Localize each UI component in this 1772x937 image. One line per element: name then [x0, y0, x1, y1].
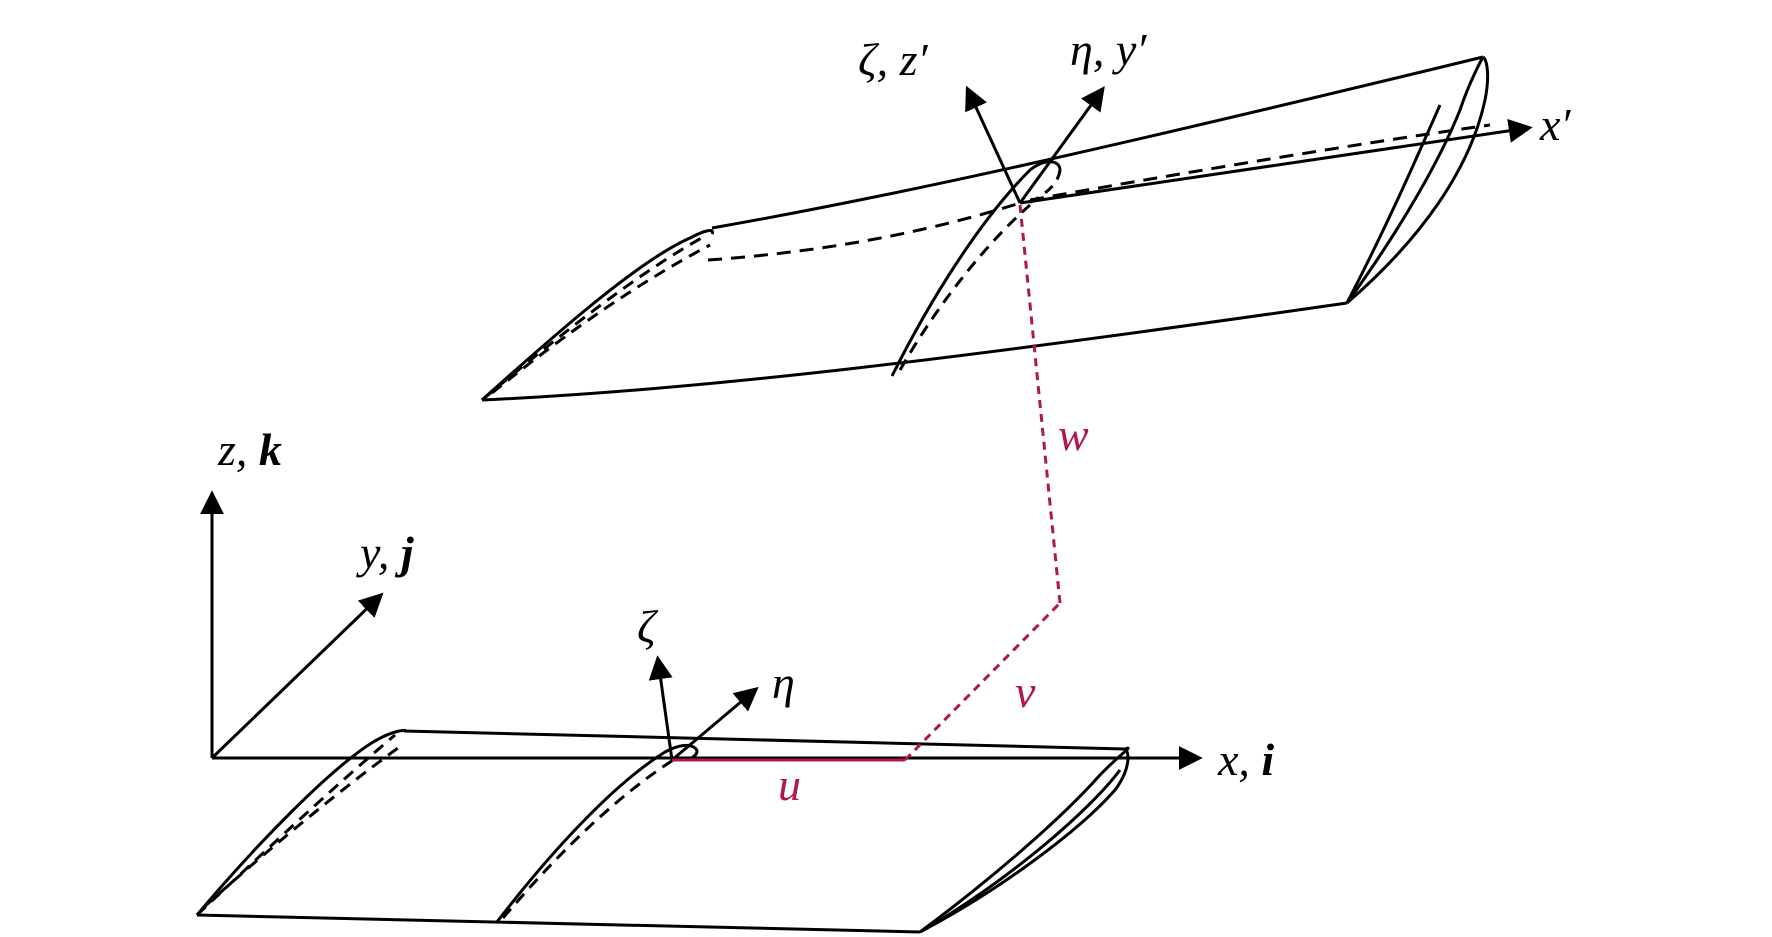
local-axes-undeformed — [648, 655, 759, 762]
global-y-axis — [210, 592, 384, 760]
label-local-eta: η — [772, 657, 795, 708]
label-deformed-x: x′ — [1539, 99, 1571, 150]
undeformed-leading-edge — [403, 729, 1126, 751]
label-disp-u: u — [778, 759, 801, 810]
label-global-z: z, k — [217, 424, 282, 475]
displacement-w-line — [1018, 204, 1062, 604]
deformed-trailing-edge — [481, 301, 1348, 402]
undeformed-trailing-edge — [196, 913, 921, 934]
displacement-path — [672, 204, 1062, 762]
label-local-zeta: ζ — [637, 601, 659, 652]
label-disp-w: w — [1058, 409, 1089, 460]
displacement-v-line — [903, 601, 1062, 762]
deformed-eta-axis — [1018, 86, 1105, 204]
deformed-mid-section — [890, 160, 1062, 377]
local-zeta-axis — [648, 655, 674, 761]
undeformed-mid-section — [495, 743, 696, 923]
local-axes-deformed — [965, 85, 1533, 205]
label-global-x: x, i — [1217, 734, 1274, 785]
deformed-leading-edge — [711, 55, 1484, 230]
deformed-tip-airfoil — [1345, 56, 1485, 304]
label-deformed-eta-y: η, y′ — [1070, 24, 1147, 75]
deformed-root-airfoil — [480, 229, 715, 402]
undeformed-blade — [195, 728, 1130, 934]
local-eta-axis — [671, 686, 759, 762]
label-deformed-zeta-z: ζ, z′ — [858, 34, 929, 85]
deformed-zeta-axis — [965, 85, 1022, 204]
undeformed-root-airfoil — [195, 728, 407, 916]
deformed-blade — [480, 55, 1491, 402]
label-global-y: y, j — [356, 527, 414, 578]
label-disp-v: v — [1015, 666, 1036, 717]
undeformed-tip-airfoil — [919, 746, 1130, 934]
deformed-x-axis — [1019, 118, 1533, 205]
